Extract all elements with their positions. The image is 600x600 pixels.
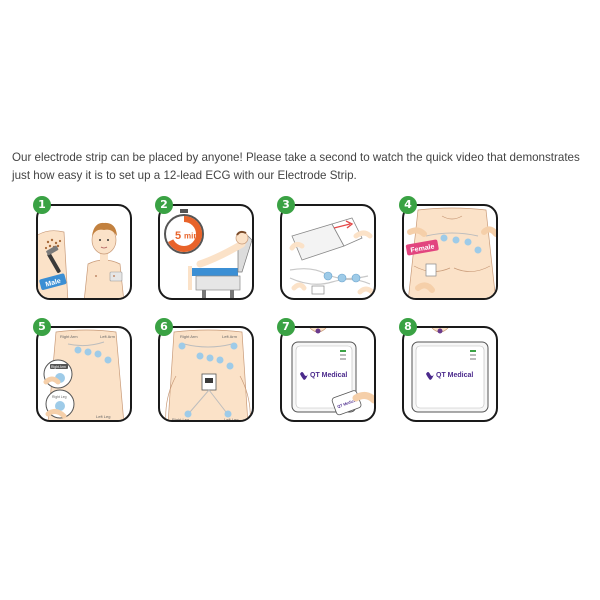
step-1: 1 [33,196,139,302]
zoom-circle-bottom: Right Leg [45,389,75,419]
step-badge-5: 5 [33,318,51,336]
step-8-illustration: QT Medical [411,328,489,413]
electrode-strip-icon [407,226,496,293]
label-right-leg: Right Leg [52,395,67,399]
male-tag-label: Male [45,278,62,289]
electrode-strip-icon [289,268,374,295]
step-1-illustration: Male [38,222,124,298]
step-badge-1: 1 [33,196,51,214]
step-4: 4 [399,196,505,302]
female-tag: Female [405,239,439,256]
step-5-illustration: Right Arm Left Arm Right Arm [43,329,125,420]
zoom-circle-top: Right Arm [43,359,73,389]
step-badge-2: 2 [155,196,173,214]
label-right-leg: Right Leg [172,417,189,422]
step-4-frame: Female [402,204,498,300]
step-1-frame: Male [36,204,132,300]
label-right-arm-top: Right Arm [60,334,78,339]
electrode-strip-icon [178,342,238,418]
step-3: 3 [277,196,383,302]
brand-label: QT Medical [436,372,473,379]
razor-icon [46,245,61,273]
label-right-arm: Right Arm [180,334,198,339]
step-8: 8 QT Medical [399,318,505,424]
step-badge-6: 6 [155,318,173,336]
step-badge-4: 4 [399,196,417,214]
step-5-frame: Right Arm Left Arm Right Arm [36,326,132,422]
reclining-chair-icon [188,230,252,298]
step-3-illustration [289,217,374,295]
step-badge-3: 3 [277,196,295,214]
brand-label: QT Medical [310,372,347,379]
step-6: 6 Right Arm Left Arm [155,318,261,424]
step-5: 5 Right Arm Left Arm Right Ar [33,318,139,424]
step-2: 2 5 min [155,196,261,302]
step-badge-8: 8 [399,318,417,336]
electrode-strip-icon [67,341,112,364]
intro-text: Our electrode strip can be placed by any… [12,151,580,182]
step-8-frame: QT Medical [402,326,498,422]
step-7: 7 QT Medical QT Medical [277,318,383,424]
ecg-device-icon: QT Medical [411,341,489,413]
step-7-illustration: QT Medical QT Medical [291,328,374,416]
chest-hair-icon [44,238,62,250]
step-badge-7: 7 [277,318,295,336]
boy-figure-icon [84,222,124,298]
label-left-leg: Left Leg [96,414,110,419]
ecg-device-icon: QT Medical [291,341,357,413]
label-left-leg: Left Leg [224,417,238,422]
male-tag: Male [39,273,67,291]
timer-unit: min [184,232,198,241]
small-brand-label: QT Medical [337,398,357,409]
step-3-frame [280,204,376,300]
stopwatch-icon: 5 min [164,209,204,254]
step-7-frame: QT Medical QT Medical [280,326,376,422]
step-6-illustration: Right Arm Left Arm Righ [165,329,251,422]
label-left-arm: Left Arm [222,334,238,339]
label-left-arm-top: Left Arm [100,334,116,339]
peel-strip-icon [289,217,373,261]
steps-grid: 1 [33,196,503,453]
label-right-arm-mid: Right Arm [51,365,66,369]
step-2-illustration: 5 min [164,209,252,298]
step-6-frame: Right Arm Left Arm Righ [158,326,254,422]
step-2-frame: 5 min [158,204,254,300]
step-4-illustration: Female [405,207,496,298]
timer-value: 5 [175,230,181,242]
female-tag-label: Female [410,243,435,254]
